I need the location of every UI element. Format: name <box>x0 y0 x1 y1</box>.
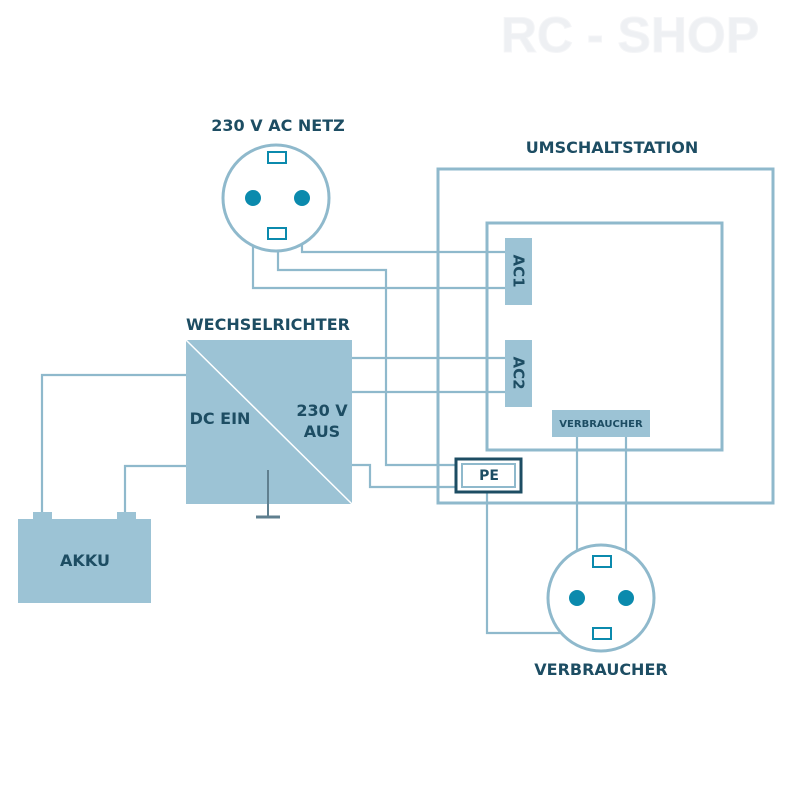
ac-out-label-line2: AUS <box>304 422 340 441</box>
switch-station-outer-frame <box>436 167 775 505</box>
ac2-label: AC2 <box>510 356 528 389</box>
battery-label: AKKU <box>60 551 110 570</box>
grid-socket-top-contact <box>267 151 287 164</box>
grid-socket <box>221 143 331 253</box>
battery-body <box>18 519 151 603</box>
consumer-block-label: VERBRAUCHER <box>559 419 643 430</box>
grid-title: 230 V AC NETZ <box>211 116 344 135</box>
pe-label: PE <box>479 468 499 484</box>
inverter-diagonal <box>185 339 353 505</box>
wire-batt-plus <box>40 373 186 512</box>
consumer-socket <box>546 543 656 653</box>
wire-grid-l-to-ac1 <box>300 198 505 254</box>
inverter-title: WECHSELRICHTER <box>186 315 350 334</box>
inverter: DC EIN 230 V AUS <box>185 339 353 519</box>
consumer-socket-outline <box>546 543 656 653</box>
battery: AKKU <box>18 512 151 603</box>
wire-pe-to-consumer <box>485 492 590 635</box>
consumer-socket-top-contact <box>592 555 612 568</box>
battery-terminal-minus <box>117 512 136 520</box>
consumer-socket-pin-left <box>569 590 585 606</box>
switch-station-inner-frame <box>485 221 724 452</box>
ac1-block <box>505 238 532 305</box>
ac-out-label-line1: 230 V <box>296 401 348 420</box>
battery-terminal-plus <box>33 512 52 520</box>
watermark-text: RC - SHOP <box>501 7 759 63</box>
consumer-title: VERBRAUCHER <box>534 660 667 679</box>
ac1-label: AC1 <box>510 254 528 287</box>
grid-socket-pin-right <box>294 190 310 206</box>
dc-in-label: DC EIN <box>190 409 251 428</box>
consumer-socket-earth-contact <box>592 627 612 640</box>
grid-socket-pin-left <box>245 190 261 206</box>
grid-socket-earth-contact <box>267 227 287 240</box>
grid-socket-outline <box>221 143 331 253</box>
consumer-socket-pin-right <box>618 590 634 606</box>
ac2-block <box>505 340 532 407</box>
wire-grid-pe <box>276 240 456 467</box>
pe-block-inner <box>461 463 516 488</box>
consumer-block <box>552 410 650 437</box>
wire-inv-pe <box>352 463 456 489</box>
wire-batt-minus <box>123 464 186 512</box>
switch-station-title: UMSCHALTSTATION <box>526 138 699 157</box>
